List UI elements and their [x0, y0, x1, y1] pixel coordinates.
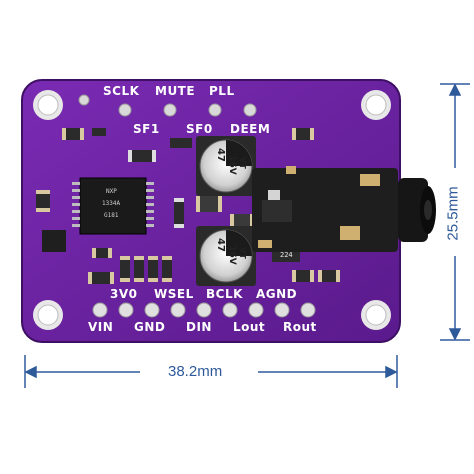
- width-dimension-label: 38.2mm: [168, 363, 223, 380]
- width-dimension: [24, 355, 398, 388]
- smd-components: [36, 128, 340, 284]
- inductor-marking: 224: [280, 251, 293, 259]
- pin-label-bclk: BCLK: [206, 287, 243, 301]
- pin-label-sf1: SF1: [133, 122, 160, 136]
- audio-jack: [252, 166, 436, 252]
- bottom-pin-pads: [92, 302, 316, 318]
- chip-part-number: 1334A: [102, 200, 121, 207]
- cap-top-voltage: 16V: [227, 155, 237, 175]
- pin-label-deem: DEEM: [230, 122, 271, 136]
- capacitor-top: [196, 136, 256, 196]
- pin-label-wsel: WSEL: [154, 287, 194, 301]
- pin-label-mute: MUTE: [155, 84, 196, 98]
- top-pin-pads: [78, 94, 257, 117]
- pin-label-agnd: AGND: [256, 287, 298, 301]
- pin-label-pll: PLL: [209, 84, 235, 98]
- cap-bottom-series: VT: [238, 247, 247, 259]
- mounting-hole-bottom-left: [33, 300, 63, 330]
- pin-label-vin: VIN: [88, 320, 114, 334]
- pin-label-lout: Lout: [233, 320, 266, 334]
- pin-label-rout: Rout: [283, 320, 317, 334]
- pin-label-gnd: GND: [134, 320, 166, 334]
- cap-bottom-value: 47: [215, 238, 226, 252]
- pin-label-din: DIN: [186, 320, 212, 334]
- height-dimension-label: 25.5mm: [444, 186, 462, 241]
- height-dimension: [440, 83, 470, 341]
- dac-chip: [79, 177, 147, 235]
- chip-leads: [72, 182, 154, 227]
- mounting-hole-top-left: [33, 90, 63, 120]
- pin-label-3v0: 3V0: [110, 287, 138, 301]
- chip-logo-text: NXP: [106, 188, 117, 195]
- cap-top-value: 47: [215, 148, 226, 162]
- capacitor-bottom: [196, 226, 256, 286]
- pin-label-sclk: SCLK: [103, 84, 140, 98]
- mounting-hole-bottom-right: [361, 300, 391, 330]
- pin-label-sf0: SF0: [186, 122, 213, 136]
- cap-top-series: VT: [238, 157, 247, 169]
- cap-bottom-voltage: 16V: [227, 245, 237, 265]
- mounting-hole-top-right: [361, 90, 391, 120]
- chip-date-code: G181: [104, 212, 119, 219]
